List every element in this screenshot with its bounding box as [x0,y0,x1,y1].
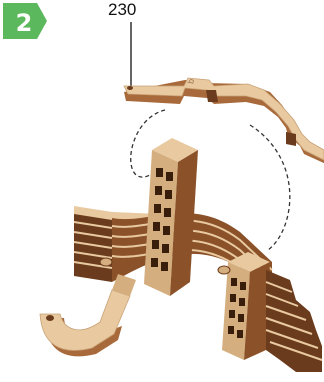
hook-piece [40,274,136,356]
